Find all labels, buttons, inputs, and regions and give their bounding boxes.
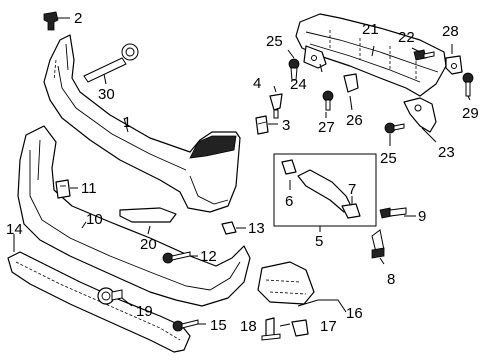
callout-28: 28	[442, 23, 459, 40]
callout-9: 9	[418, 208, 426, 225]
callout-26: 26	[346, 112, 363, 129]
callout-10: 10	[86, 211, 103, 228]
callout-22: 22	[398, 29, 415, 46]
bolt-27	[322, 90, 334, 111]
callout-7: 7	[348, 181, 356, 198]
callout-12: 12	[200, 248, 217, 265]
callout-29: 29	[462, 105, 479, 122]
bracket-right	[445, 55, 463, 75]
bolt-25-top	[288, 58, 300, 81]
callout-15: 15	[210, 317, 227, 334]
bolt-25-lower	[384, 122, 405, 134]
clip-26	[343, 73, 359, 93]
callout-23: 23	[438, 144, 455, 161]
reinforcement-beam	[295, 13, 447, 97]
callout-labels: 2 1 30 3 4 5 6 7 8 9 10 11 12 13 14 15 1…	[6, 10, 479, 335]
callout-4: 4	[253, 75, 261, 92]
bolt-29	[462, 72, 474, 97]
callout-3: 3	[282, 117, 290, 134]
clip-13	[221, 221, 237, 235]
callout-11: 11	[81, 180, 97, 197]
grommet-3	[255, 115, 269, 135]
splash-shield-16	[257, 261, 315, 305]
clip-17	[291, 319, 309, 337]
bolt-22	[413, 49, 435, 61]
detail-box-5	[273, 153, 377, 227]
callout-8: 8	[387, 271, 395, 288]
callout-5: 5	[315, 233, 323, 250]
clip-18	[261, 317, 281, 341]
callout-24: 24	[290, 76, 307, 93]
screw-15	[172, 319, 199, 332]
reflector-20	[119, 207, 177, 223]
callout-6: 6	[285, 193, 293, 210]
callout-2: 2	[74, 10, 82, 27]
callout-25-lower: 25	[380, 150, 397, 167]
retainer-11	[55, 179, 71, 199]
lower-valance	[7, 251, 191, 353]
lower-bumper-cover	[17, 125, 251, 307]
callout-25-top: 25	[266, 33, 283, 50]
bolt-4	[269, 93, 283, 119]
callout-21: 21	[362, 21, 379, 38]
side-bracket	[403, 97, 437, 133]
push-clip-top	[43, 11, 59, 31]
callout-20: 20	[140, 236, 157, 253]
callout-27: 27	[318, 119, 335, 136]
tow-hook	[83, 43, 139, 83]
upper-bumper-cover	[43, 34, 241, 213]
sensor-19	[97, 287, 123, 305]
callout-17: 17	[320, 318, 337, 335]
bolt-9	[379, 207, 407, 219]
bracket-left	[303, 45, 327, 69]
callout-1: 1	[123, 114, 131, 131]
callout-13: 13	[248, 220, 265, 237]
callout-19: 19	[136, 303, 153, 320]
callout-16: 16	[346, 305, 363, 322]
leader-lines	[13, 17, 471, 327]
callout-30: 30	[98, 86, 115, 103]
bolt-8	[371, 229, 385, 259]
callout-18: 18	[240, 318, 257, 335]
callout-14: 14	[6, 221, 23, 238]
